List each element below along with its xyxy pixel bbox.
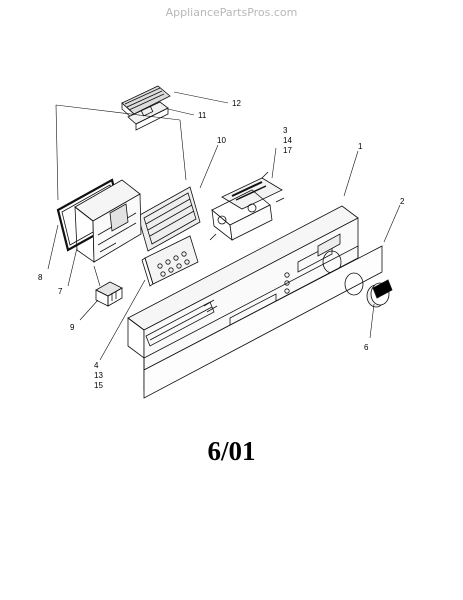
callout-3: 3: [283, 126, 288, 135]
part-6-knob: [367, 280, 392, 307]
part-3-timer-module: [210, 172, 284, 240]
part-2-overlay: [144, 246, 382, 398]
part-4-keypad-board: [142, 236, 198, 286]
callout-13: 13: [94, 371, 103, 380]
callout-1: 1: [358, 142, 363, 151]
callout-labels: 12 11 3 14 17 1 10 2 8 7 9 4 13 15 6: [38, 99, 405, 390]
callout-14: 14: [283, 136, 292, 145]
leader-lines: [48, 92, 400, 360]
callout-4: 4: [94, 361, 99, 370]
callout-10: 9: [70, 323, 75, 332]
callout-15: 15: [94, 381, 103, 390]
part-7-housing: [75, 180, 141, 262]
part-11-bracket: [128, 102, 168, 130]
part-9-filter-panel: [138, 187, 200, 251]
callout-8: 8: [38, 273, 43, 282]
callout-12: 12: [232, 99, 241, 108]
watermark: AppliancePartsPros.com: [165, 6, 298, 19]
callout-17: 17: [283, 146, 292, 155]
part-10-connector: [96, 282, 122, 306]
callout-11: 11: [198, 111, 207, 120]
callout-2: 2: [400, 197, 405, 206]
callout-9: 10: [217, 136, 226, 145]
callout-6: 6: [364, 343, 369, 352]
diagram-date-code: 6/01: [207, 436, 256, 466]
callout-7: 7: [58, 287, 63, 296]
part-12-insert: [122, 86, 170, 120]
